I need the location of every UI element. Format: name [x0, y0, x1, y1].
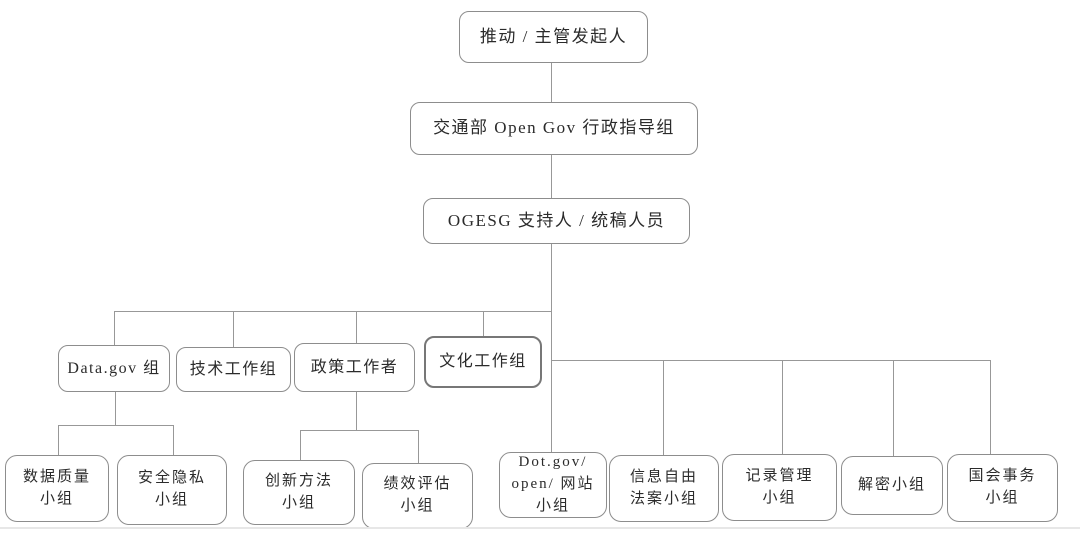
connector-drop-policy: [356, 311, 357, 343]
connector-drop-data-quality: [58, 425, 59, 455]
org-node-sponsor: 推动 / 主管发起人: [459, 11, 648, 63]
connector-right-rail: [551, 360, 990, 361]
org-node-foia: 信息自由 法案小组: [609, 455, 719, 522]
org-node-congress: 国会事务 小组: [947, 454, 1058, 522]
org-node-records: 记录管理 小组: [722, 454, 837, 521]
connector-steering-ogesg: [551, 155, 552, 198]
org-node-data-quality: 数据质量 小组: [5, 455, 109, 522]
connector-drop-culture: [483, 311, 484, 338]
connector-trunk: [551, 244, 552, 453]
org-node-culture: 文化工作组: [424, 336, 542, 388]
connector-datagov-rail: [58, 425, 173, 426]
connector-drop-records: [782, 360, 783, 454]
connector-left-rail: [114, 311, 551, 312]
connector-drop-datagov: [114, 311, 115, 345]
org-node-ogesg: OGESG 支持人 / 统稿人员: [423, 198, 690, 244]
org-node-tech: 技术工作组: [176, 347, 291, 392]
org-node-innovation: 创新方法 小组: [243, 460, 355, 525]
connector-drop-congress: [990, 360, 991, 454]
org-node-datagov: Data.gov 组: [58, 345, 170, 392]
connector-drop-innovation: [300, 430, 301, 461]
connector-policy-rail: [300, 430, 418, 431]
org-node-declassification: 解密小组: [841, 456, 943, 515]
connector-drop-tech: [233, 311, 234, 347]
page-divider-line: [0, 527, 1080, 529]
connector-drop-security-privacy: [173, 425, 174, 455]
connector-drop-declass: [893, 360, 894, 456]
org-node-steering: 交通部 Open Gov 行政指导组: [410, 102, 698, 155]
connector-datagov-stem: [115, 392, 116, 425]
connector-drop-performance: [418, 430, 419, 463]
org-node-security-privacy: 安全隐私 小组: [117, 455, 227, 525]
connector-policy-stem: [356, 392, 357, 430]
connector-sponsor-steering: [551, 63, 552, 102]
connector-drop-foia: [663, 360, 664, 455]
org-node-dotgov-web: Dot.gov/ open/ 网站 小组: [499, 452, 607, 518]
org-node-performance: 绩效评估 小组: [362, 463, 473, 529]
org-node-policy: 政策工作者: [294, 343, 415, 392]
